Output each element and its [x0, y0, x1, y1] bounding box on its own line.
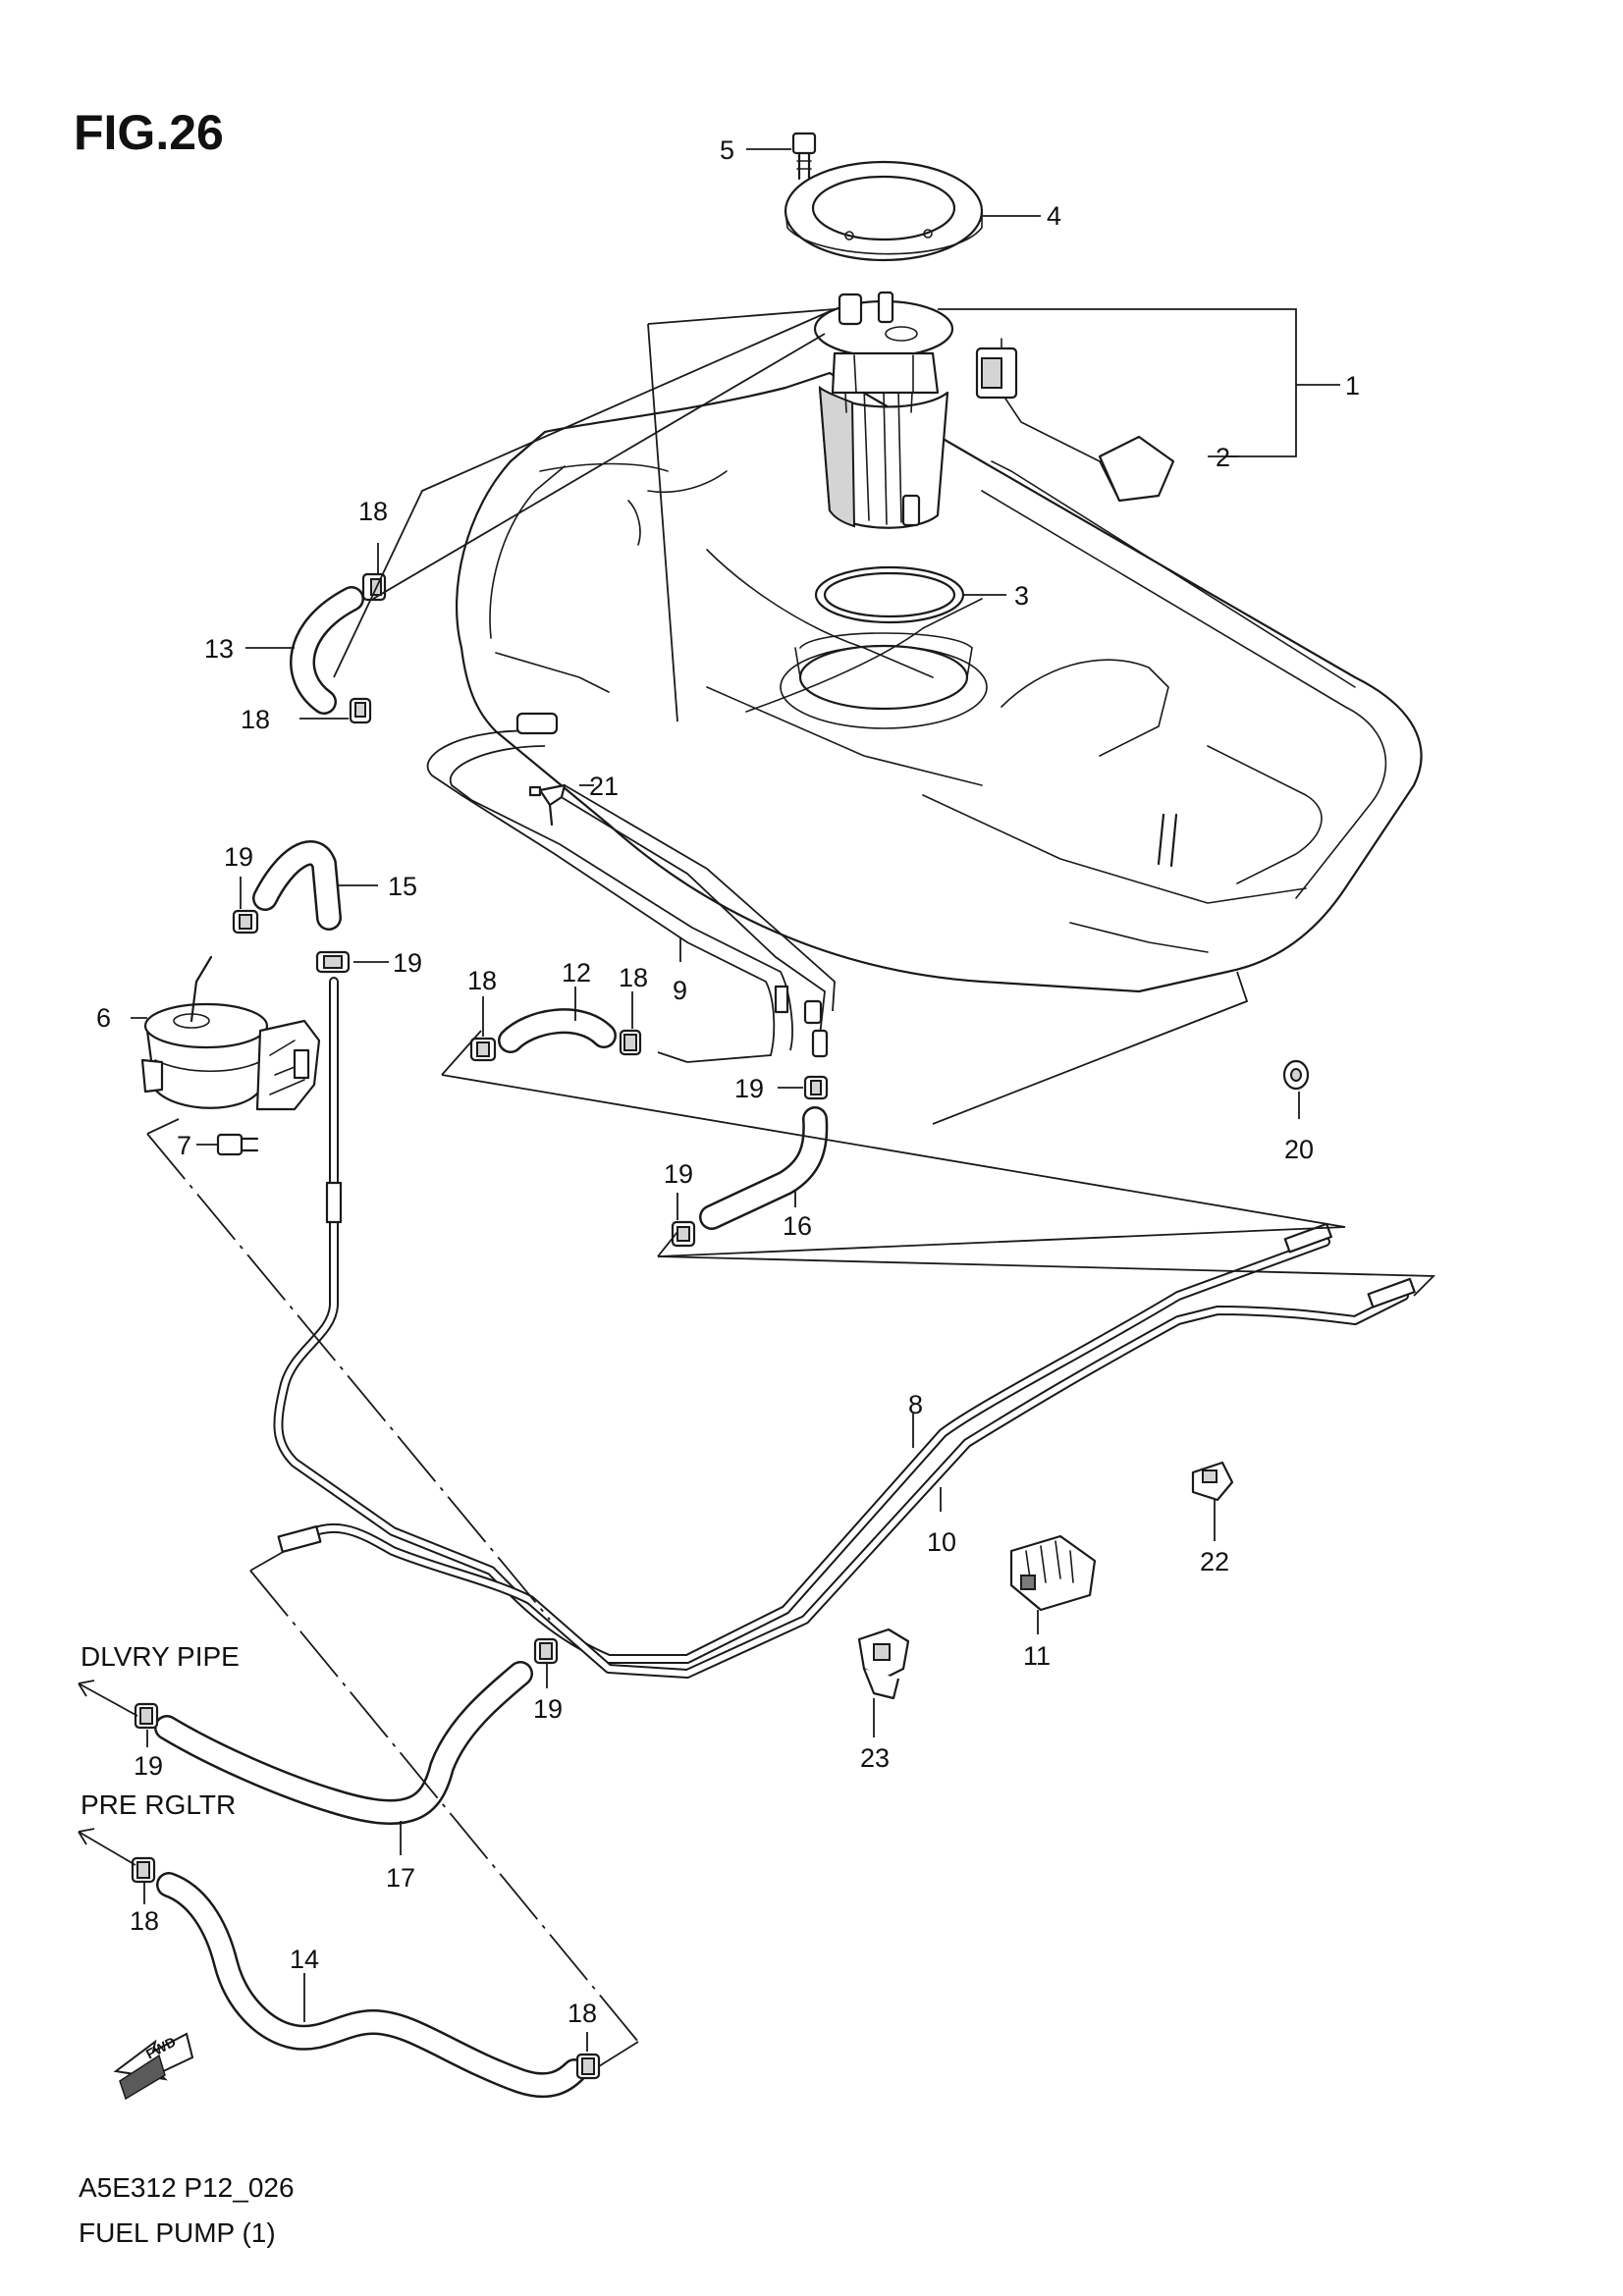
- callout-22: 22: [1200, 1547, 1229, 1576]
- pipe-clamp-23: [857, 1628, 910, 1700]
- callout-2: 2: [1216, 443, 1230, 472]
- callout-18-f: 18: [568, 1999, 597, 2028]
- callout-20: 20: [1284, 1135, 1314, 1164]
- callout-14: 14: [290, 1945, 319, 1974]
- callout-4: 4: [1047, 201, 1061, 231]
- callout-19-f: 19: [134, 1751, 163, 1781]
- hose-14: [156, 1872, 587, 2099]
- callout-18-d: 18: [619, 963, 648, 992]
- callout-11: 11: [1023, 1641, 1051, 1671]
- callout-23: 23: [860, 1743, 890, 1773]
- callout-18-b: 18: [241, 705, 270, 734]
- callout-13: 13: [204, 634, 234, 664]
- charcoal-canister: [140, 955, 321, 1111]
- callout-21: 21: [589, 772, 619, 801]
- clamp-19e: [134, 1702, 159, 1730]
- ring-screw: [791, 132, 817, 181]
- pressure-regulator-arrow: [78, 1828, 136, 1866]
- hose-15: [252, 840, 342, 931]
- pressure-regulator-note: PRE RGLTR: [81, 1789, 236, 1820]
- callout-18-a: 18: [358, 497, 388, 526]
- callout-17: 17: [386, 1863, 415, 1893]
- callout-6: 6: [96, 1003, 111, 1033]
- callout-9: 9: [673, 976, 687, 1005]
- clamp-18c: [469, 1037, 497, 1062]
- callout-15: 15: [388, 872, 417, 901]
- hose-17: [154, 1661, 533, 1826]
- hose-16: [699, 1106, 829, 1230]
- figure-caption: FUEL PUMP (1): [79, 2217, 276, 2248]
- callout-8: 8: [908, 1390, 923, 1419]
- figure-title: FIG.26: [74, 105, 224, 160]
- forward-arrow-icon: FWD: [113, 2032, 194, 2101]
- clamp-19f: [533, 1637, 559, 1665]
- callout-5: 5: [720, 135, 734, 165]
- leader-lines: [131, 148, 1300, 2052]
- clamp-19d: [671, 1220, 696, 1248]
- pipe-clip-21: [538, 783, 567, 827]
- fuel-pipe-9: [426, 712, 836, 1063]
- canister-bolt-7: [216, 1133, 259, 1156]
- callout-12: 12: [562, 958, 591, 988]
- callout-19-d: 19: [664, 1159, 693, 1189]
- callout-1: 1: [1345, 371, 1360, 400]
- clamp-18e: [131, 1856, 156, 1884]
- callout-3: 3: [1014, 581, 1029, 611]
- clamp-19a: [232, 909, 259, 934]
- callout-19-e: 19: [533, 1694, 563, 1724]
- clamp-19b: [315, 950, 351, 974]
- hose-12: [498, 1008, 617, 1053]
- grommet-20: [1282, 1059, 1310, 1091]
- delivery-pipe-note: DLVRY PIPE: [81, 1641, 240, 1672]
- fuel-pipe-10: [290, 1291, 1409, 1679]
- retaining-ring: [784, 160, 984, 262]
- fuel-tank: [456, 371, 1423, 993]
- callout-7: 7: [177, 1131, 191, 1160]
- callout-18-c: 18: [467, 966, 497, 995]
- pipe-clamp-11: [1009, 1534, 1097, 1612]
- figure-code: A5E312 P12_026: [79, 2172, 295, 2203]
- callout-19-b: 19: [393, 948, 422, 978]
- fuel-pump-module: [647, 291, 1340, 722]
- clamp-18f: [575, 2053, 601, 2080]
- callout-19-c: 19: [734, 1074, 764, 1103]
- pipe-clamp-22: [1191, 1461, 1234, 1502]
- clamp-18b: [349, 697, 372, 724]
- callout-10: 10: [927, 1527, 956, 1557]
- clamp-18d: [619, 1029, 642, 1056]
- pump-gasket: [814, 565, 965, 624]
- callout-18-e: 18: [130, 1906, 159, 1936]
- clamp-19c: [803, 1075, 829, 1100]
- delivery-pipe-arrow: [78, 1680, 138, 1717]
- callout-19-a: 19: [224, 842, 253, 872]
- hose-13: [290, 586, 364, 715]
- fuel-level-sender: [975, 338, 1175, 503]
- callout-16: 16: [783, 1211, 812, 1241]
